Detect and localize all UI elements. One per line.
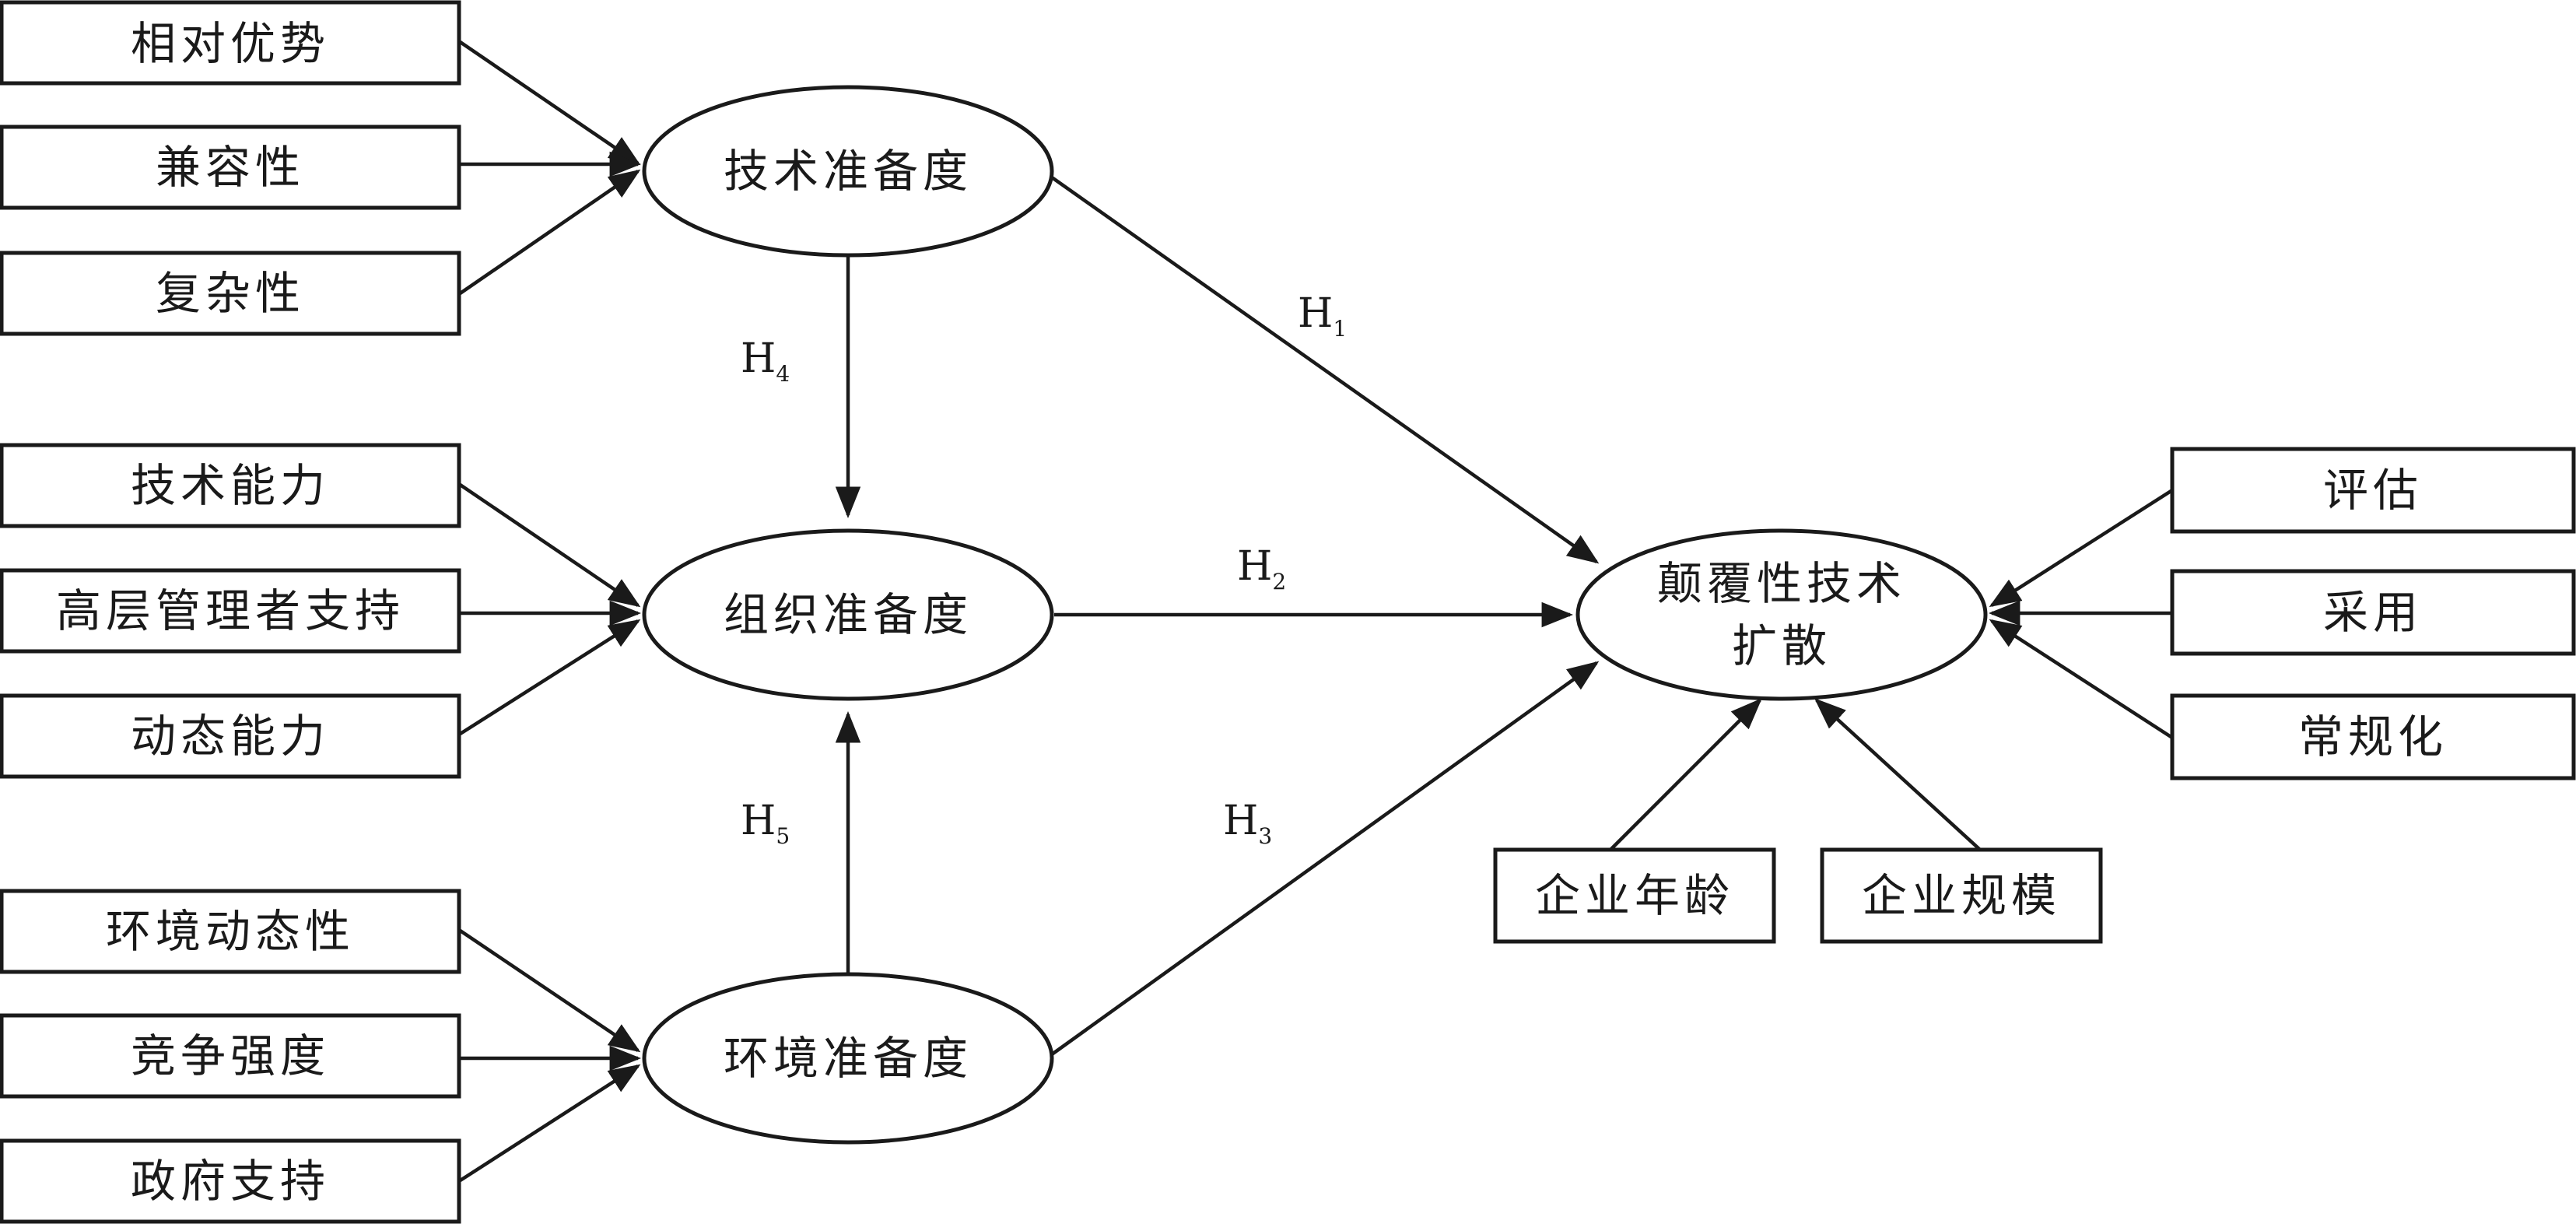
indicator-label: 相对优势	[131, 17, 330, 70]
indicator-box	[0, 125, 461, 210]
technology-indicators: 相对优势 兼容性 复杂性	[0, 0, 461, 336]
indicator-label: 高层管理者支持	[56, 584, 405, 637]
hypothesis-h2: H2	[1237, 543, 1286, 594]
control-label: 企业规模	[1862, 869, 2061, 922]
edges	[457, 40, 2174, 1183]
environment-indicators: 环境动态性 竞争强度 政府支持	[0, 889, 461, 1224]
construct-technology-readiness	[642, 85, 1054, 258]
hypothesis-number: 4	[776, 361, 790, 387]
construct-outcome-label-line2: 扩散	[1732, 619, 1831, 672]
hypothesis-letter: H	[741, 335, 776, 382]
indicator-box	[0, 0, 461, 86]
edge-h1-tech-to-outcome	[1050, 176, 1600, 564]
edge-gov-support-to-env	[457, 1064, 641, 1183]
indicator-box	[2170, 569, 2576, 656]
edge-routinize-to-outcome	[1989, 619, 2174, 739]
hypothesis-letter: H	[1298, 290, 1333, 337]
hypothesis-h1: H1	[1298, 290, 1347, 342]
edge-complexity-to-tech	[457, 169, 641, 296]
control-label: 企业年龄	[1535, 869, 1734, 922]
indicator-label: 政府支持	[131, 1155, 330, 1208]
hypothesis-number: 2	[1272, 569, 1286, 594]
hypothesis-letter: H	[741, 798, 776, 844]
indicator-label: 技术能力	[131, 459, 330, 512]
indicator-box	[2170, 693, 2576, 780]
indicator-box	[0, 443, 461, 528]
control-box-firm-age	[1493, 847, 1776, 944]
hypothesis-h4: H4	[741, 335, 790, 387]
edge-env-dynamism-to-env	[457, 928, 641, 1053]
outcome-indicators: 评估 采用 常规化	[2170, 447, 2576, 780]
indicator-box	[0, 889, 461, 974]
construct-technology-label: 技术准备度	[724, 145, 973, 198]
indicator-label: 复杂性	[156, 267, 305, 320]
indicator-box	[0, 251, 461, 336]
edge-firm-size-to-outcome	[1814, 698, 1982, 851]
construct-disruptive-tech-diffusion	[1575, 528, 1988, 701]
hypothesis-number: 1	[1333, 316, 1347, 342]
indicator-label: 动态能力	[131, 710, 330, 763]
indicator-label: 兼容性	[156, 141, 305, 194]
construct-organization-readiness	[642, 528, 1054, 701]
hypothesis-labels: H1 H2 H3 H4 H5	[741, 290, 1347, 849]
control-variables: 企业年龄 企业规模	[1493, 847, 2103, 944]
hypothesis-h3: H3	[1223, 798, 1272, 849]
indicator-label: 常规化	[2298, 710, 2448, 763]
edge-evaluate-to-outcome	[1989, 489, 2174, 608]
control-box-firm-size	[1820, 847, 2103, 944]
indicator-label: 采用	[2323, 586, 2423, 639]
indicator-label: 环境动态性	[106, 905, 355, 958]
edge-h3-env-to-outcome	[1050, 661, 1600, 1056]
construct-environment-label: 环境准备度	[724, 1032, 973, 1085]
indicator-box	[0, 1013, 461, 1099]
hypothesis-h5: H5	[741, 798, 790, 849]
hypothesis-letter: H	[1223, 798, 1258, 844]
hypothesis-number: 3	[1258, 823, 1272, 849]
indicator-label: 竞争强度	[131, 1029, 330, 1082]
hypothesis-letter: H	[1237, 543, 1272, 590]
edge-dynamic-capability-to-org	[457, 619, 641, 736]
indicator-box	[0, 693, 461, 779]
construct-environment-readiness	[642, 972, 1054, 1145]
indicator-box	[0, 1138, 461, 1224]
edge-firm-age-to-outcome	[1609, 698, 1762, 851]
construct-organization-label: 组织准备度	[724, 588, 973, 641]
indicator-box	[2170, 447, 2576, 534]
indicator-label: 评估	[2323, 464, 2423, 517]
constructs: 技术准备度 组织准备度 环境准备度 颠覆性技术 扩散	[642, 85, 1988, 1145]
edge-relative-advantage-to-tech	[457, 40, 641, 166]
organization-indicators: 技术能力 高层管理者支持 动态能力	[0, 443, 461, 779]
edge-tech-capability-to-org	[457, 482, 641, 608]
indicator-box	[0, 568, 461, 654]
construct-outcome-label-line1: 颠覆性技术	[1657, 557, 1906, 610]
hypothesis-number: 5	[776, 823, 790, 849]
